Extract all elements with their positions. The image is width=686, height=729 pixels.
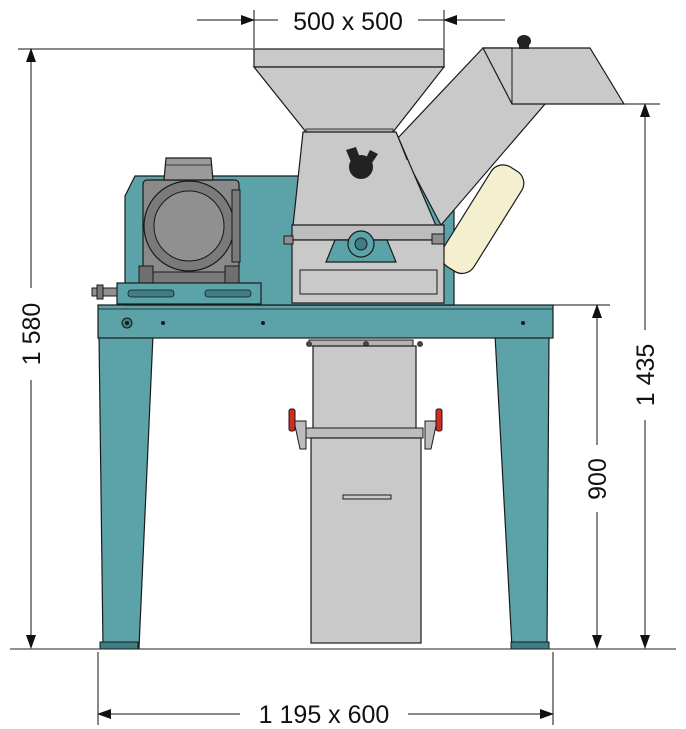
- bin-drawer: [310, 437, 422, 644]
- right-clamp-handle-icon: [435, 408, 443, 432]
- left-clamp: [293, 420, 307, 450]
- tension-bolt: [91, 287, 118, 297]
- bin-clamp-ring: [303, 427, 424, 439]
- dim-table-height: 900: [584, 458, 612, 500]
- hopper: [252, 48, 446, 135]
- dim-base-footprint: 1 195 x 600: [259, 701, 390, 729]
- sack: [440, 164, 525, 275]
- hopper-rim: [253, 48, 445, 68]
- dim-outlet-height: 1 435: [632, 344, 660, 407]
- foot-left: [99, 641, 139, 650]
- foot-right: [510, 641, 550, 650]
- table-frame: [97, 304, 554, 650]
- motor-terminal-box: [163, 157, 214, 181]
- bin-neck: [308, 339, 414, 347]
- motor-foot-left: [138, 265, 154, 285]
- dim-overall-height: 1 580: [18, 303, 46, 366]
- table-leg-right: [494, 334, 550, 649]
- side-chute: [395, 35, 626, 227]
- collection-bin: [288, 339, 443, 644]
- table-leg-left: [98, 334, 154, 649]
- motor-foot-right: [224, 265, 240, 285]
- bin-upper: [312, 345, 417, 434]
- dim-hopper-inlet: 500 x 500: [293, 8, 403, 36]
- dimension-lines: [18, 10, 660, 725]
- mill-body: [283, 131, 445, 304]
- left-clamp-handle-icon: [288, 408, 296, 432]
- drawer-handle: [342, 494, 392, 500]
- adjustment-knob-icon: [349, 155, 373, 179]
- table-top: [97, 304, 554, 339]
- right-clamp: [424, 420, 438, 450]
- lower-slot: [299, 269, 438, 295]
- bag-spout: [440, 164, 525, 275]
